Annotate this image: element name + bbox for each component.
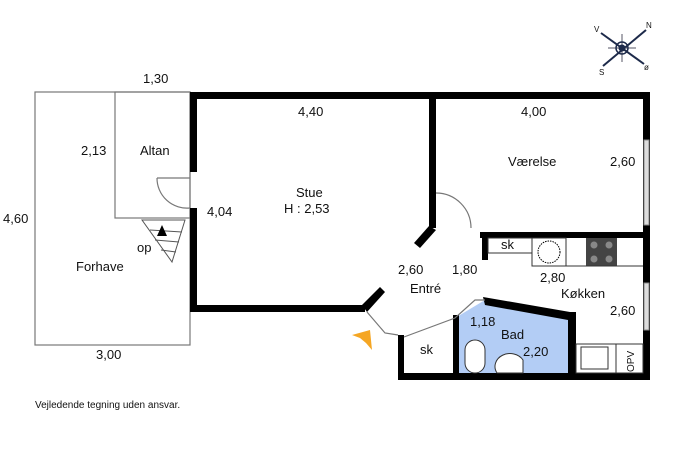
- label-stairs: op: [137, 240, 151, 255]
- compass-o: ø: [644, 63, 649, 72]
- label-vaerelse: Værelse: [508, 154, 556, 169]
- washbasin-icon: [494, 352, 524, 374]
- compass-v: V: [594, 25, 600, 34]
- dim-entre-depth: 2,60: [398, 262, 423, 277]
- dim-bad-depth: 2,20: [523, 344, 548, 359]
- dim-forhave-depth: 4,60: [3, 211, 28, 226]
- altan-door-swing: [156, 177, 191, 209]
- toilet-icon: [464, 339, 486, 374]
- label-sk-hall: sk: [420, 342, 434, 357]
- label-altan: Altan: [140, 143, 170, 158]
- label-entre: Entré: [410, 281, 441, 296]
- dim-koekken-depth: 2,60: [610, 303, 635, 318]
- dim-stue-width: 4,40: [298, 104, 323, 119]
- dim-vaerelse-width: 4,00: [521, 104, 546, 119]
- compass-s: S: [599, 68, 604, 77]
- label-stue-height: H : 2,53: [284, 201, 330, 216]
- dim-bad-width: 1,18: [470, 314, 495, 329]
- stairs: [141, 219, 186, 264]
- dim-vaerelse-depth: 2,60: [610, 154, 635, 169]
- entry-door: [366, 311, 399, 336]
- label-stue: Stue: [296, 185, 323, 200]
- label-bad: Bad: [501, 327, 524, 342]
- dim-altan-width: 1,30: [143, 71, 168, 86]
- stair-arrow-icon: [157, 225, 167, 236]
- compass-n: N: [646, 21, 652, 30]
- label-forhave: Forhave: [76, 259, 124, 274]
- extractor-fan-icon: [531, 237, 567, 267]
- window: [643, 282, 650, 331]
- dim-stue-depth: 4,04: [207, 204, 232, 219]
- dim-entre-width: 1,80: [452, 262, 477, 277]
- entrance-arrow-icon: [352, 330, 372, 350]
- disclaimer: Vejledende tegning uden ansvar.: [35, 400, 180, 411]
- stove-icon: [586, 238, 617, 266]
- bath-door: [403, 299, 485, 338]
- dim-koekken-width: 2,80: [540, 270, 565, 285]
- walls: [190, 92, 650, 380]
- dim-altan-depth: 2,13: [81, 143, 106, 158]
- window: [643, 139, 650, 226]
- label-koekken: Køkken: [561, 286, 605, 301]
- sink-icon: [580, 346, 609, 370]
- vaerelse-door-swing: [435, 192, 472, 229]
- compass-icon: N V S ø: [594, 21, 652, 77]
- label-sk-kitchen: sk: [501, 237, 515, 252]
- dim-forhave-width: 3,00: [96, 347, 121, 362]
- label-opv: OPV: [626, 351, 637, 372]
